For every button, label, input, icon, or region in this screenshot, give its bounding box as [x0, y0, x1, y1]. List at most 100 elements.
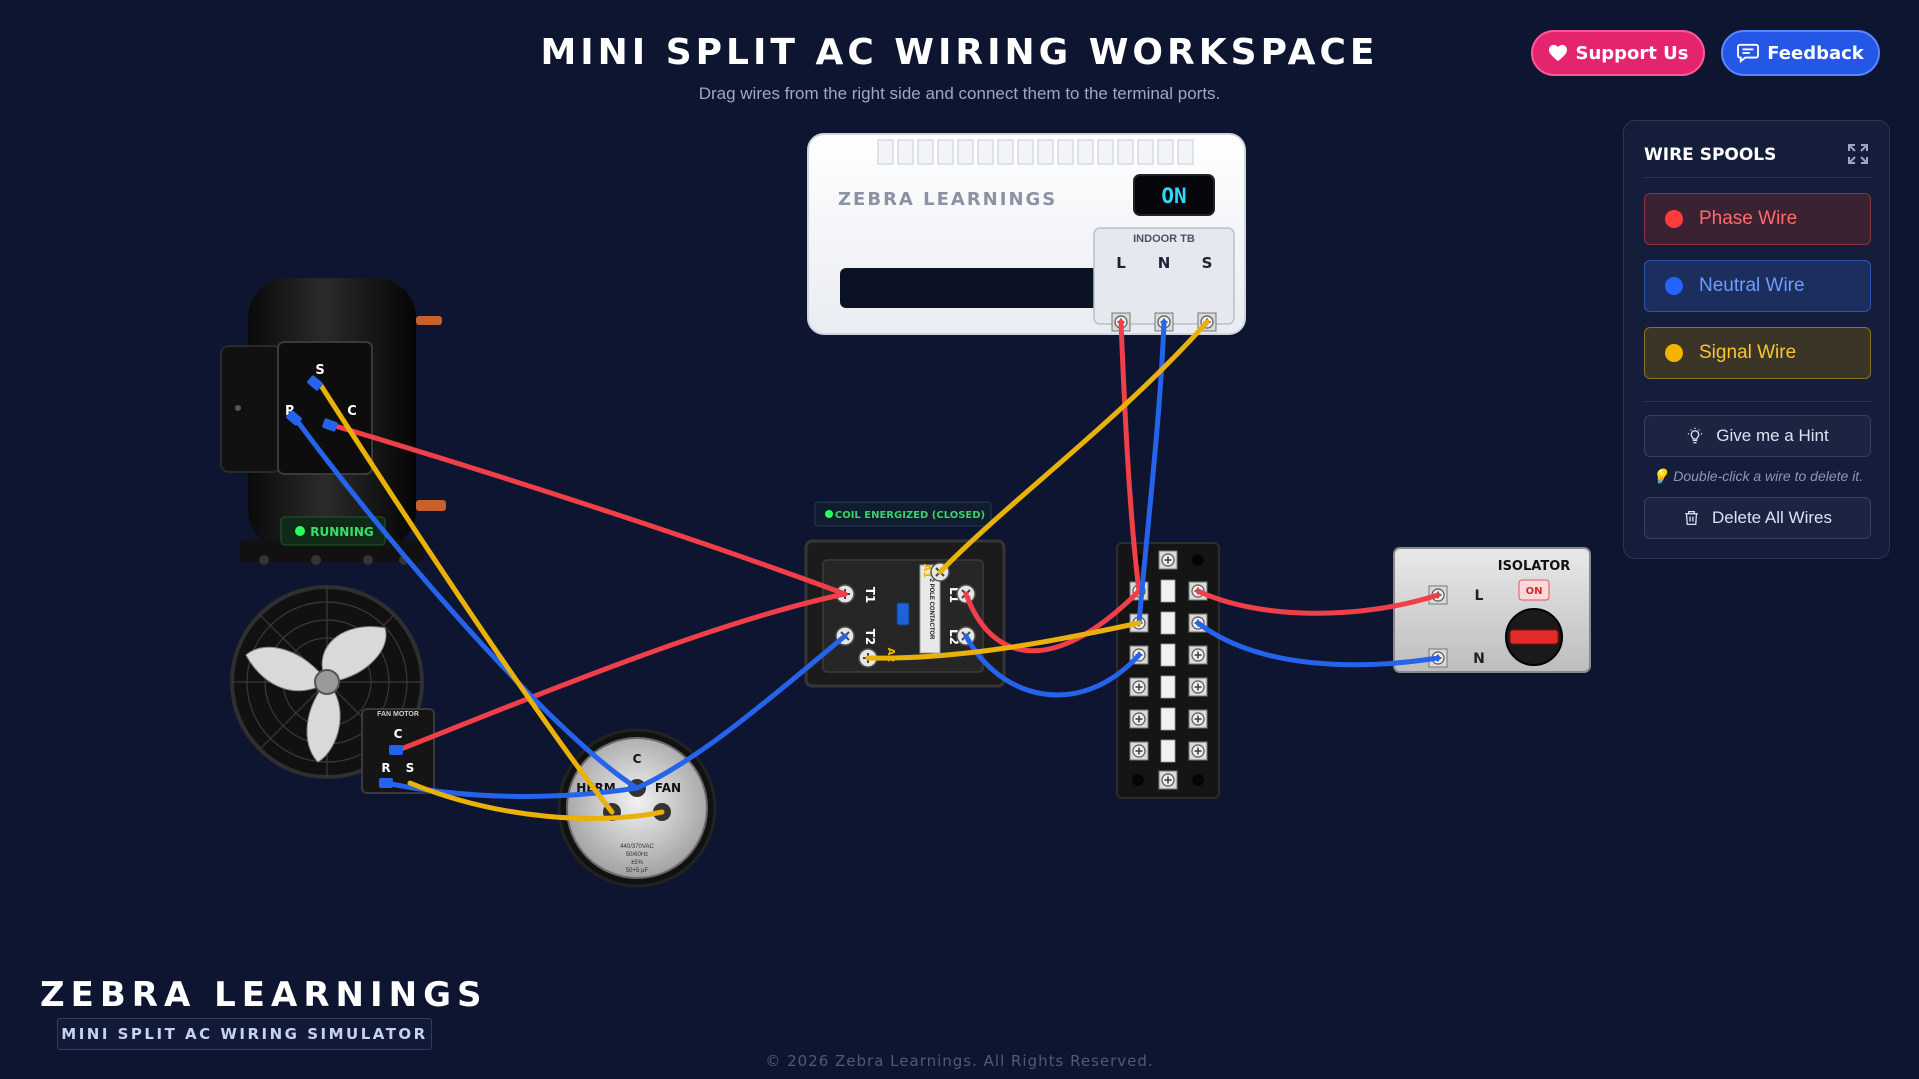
- contactor-terminal-t2-label: T2: [863, 629, 877, 646]
- compressor-terminal-cover: [277, 341, 373, 475]
- spools-divider-bottom: [1644, 401, 1871, 402]
- copyright-text: © 2026 Zebra Learnings. All Rights Reser…: [765, 1052, 1154, 1070]
- wire-signal-comp-s-to-cap[interactable]: [317, 381, 615, 815]
- strip-port-6-left[interactable]: [1129, 741, 1149, 761]
- isolator-state-badge: ON: [1518, 579, 1550, 601]
- wire-neutral-indoor-n-to-strip[interactable]: [1136, 319, 1167, 626]
- spool-neutral-label: Neutral Wire: [1699, 275, 1805, 296]
- spool-neutral-wire[interactable]: Neutral Wire: [1644, 260, 1871, 312]
- support-us-button[interactable]: Support Us: [1531, 30, 1705, 76]
- contactor-terminal-a1-label: A1: [921, 564, 932, 579]
- isolator-rotary-switch[interactable]: [1505, 608, 1563, 666]
- spool-phase-label: Phase Wire: [1699, 208, 1798, 229]
- isolator-state: ON: [1526, 586, 1543, 597]
- indoor-power-display[interactable]: ON: [1133, 174, 1215, 216]
- hint-bulb-icon: 💡: [1651, 468, 1670, 484]
- spools-divider-top: [1644, 177, 1871, 178]
- compressor-suction-pipe: [416, 316, 442, 325]
- compressor-terminal-c-label: C: [347, 404, 357, 419]
- hint-note-text: Double-click a wire to delete it.: [1673, 468, 1864, 484]
- strip-port-4-right[interactable]: [1188, 677, 1208, 697]
- indoor-power-state: ON: [1161, 184, 1186, 208]
- wire-neutral-l2-to-strip[interactable]: [963, 633, 1142, 698]
- contactor-label: 2 POLE CONTACTOR: [928, 579, 934, 640]
- wire-ferrules: [286, 375, 403, 788]
- wire-neutral-strip-to-isolator-n[interactable]: [1195, 620, 1441, 668]
- terminal-strip: [1116, 542, 1220, 799]
- contactor: COIL ENERGIZED (CLOSED) 2 POLE CONTACTOR…: [804, 501, 1006, 688]
- strip-port-4-left[interactable]: [1129, 677, 1149, 697]
- fan-motor-terminal-c-label: C: [394, 727, 403, 741]
- indoor-unit: ZEBRA LEARNINGS ON INDOOR TB L N S: [807, 133, 1246, 335]
- isolator-terminal-l-label: L: [1475, 588, 1484, 604]
- strip-bottom-port[interactable]: [1158, 770, 1178, 790]
- wire-phase-fan-c-to-t1[interactable]: [393, 591, 848, 754]
- heart-icon: [1548, 44, 1567, 62]
- capacitor-rating-2: 50/60Hz: [626, 852, 648, 858]
- support-us-label: Support Us: [1575, 42, 1689, 64]
- fan-motor-terminal-r-label: R: [381, 761, 390, 775]
- wires-layer: [292, 319, 1441, 821]
- indoor-terminal-l-label: L: [1116, 254, 1126, 272]
- spool-signal-wire[interactable]: Signal Wire: [1644, 327, 1871, 379]
- compressor-status-text: RUNNING: [310, 525, 373, 539]
- give-hint-label: Give me a Hint: [1716, 426, 1829, 445]
- indoor-terminal-n-label: N: [1158, 254, 1171, 272]
- wire-phase-comp-c-to-t1[interactable]: [329, 422, 848, 597]
- capacitor-terminal-c-label: C: [633, 752, 642, 766]
- signal-wire-dot-icon: [1665, 344, 1683, 362]
- capacitor-terminal-fan-label: FAN: [655, 781, 681, 795]
- isolator-terminal-n-label: N: [1473, 651, 1485, 667]
- wire-spools-panel: WIRE SPOOLS Phase Wire Neutral Wire Sign…: [1623, 120, 1890, 559]
- fan-motor-terminal-s-label: S: [406, 761, 415, 775]
- indoor-tb-title: INDOOR TB: [1133, 233, 1195, 245]
- neutral-wire-dot-icon: [1665, 277, 1683, 295]
- wire-neutral-t2-to-cap[interactable]: [634, 633, 848, 791]
- wire-signal-a2-to-strip[interactable]: [865, 620, 1142, 661]
- contactor-terminal-t1-label: T1: [863, 587, 877, 604]
- indoor-terminal-block: INDOOR TB L N S: [1093, 227, 1235, 332]
- delete-all-wires-label: Delete All Wires: [1712, 508, 1832, 527]
- wire-phase-l1-to-strip[interactable]: [963, 588, 1142, 654]
- isolator-title: ISOLATOR: [1498, 559, 1571, 574]
- capacitor-rating-3: ±5%: [631, 860, 644, 866]
- strip-port-6-right[interactable]: [1188, 741, 1208, 761]
- strip-port-5-right[interactable]: [1188, 709, 1208, 729]
- wire-spools-title: WIRE SPOOLS: [1644, 145, 1777, 165]
- spool-signal-label: Signal Wire: [1699, 342, 1797, 363]
- contactor-coil-status: COIL ENERGIZED (CLOSED): [835, 510, 985, 521]
- indoor-brand-label: ZEBRA LEARNINGS: [838, 189, 1057, 210]
- capacitor-rating-1: 440/370VAC: [620, 844, 654, 850]
- chat-icon: [1737, 43, 1760, 63]
- wire-phase-strip-to-isolator-l[interactable]: [1195, 588, 1441, 616]
- spool-phase-wire[interactable]: Phase Wire: [1644, 193, 1871, 245]
- run-capacitor: C HERM FAN 440/370VAC 50/60Hz ±5% 50+5 µ…: [557, 728, 717, 888]
- wire-signal-fan-s-to-cap[interactable]: [407, 780, 665, 821]
- strip-port-5-left[interactable]: [1129, 709, 1149, 729]
- wire-signal-indoor-s-to-a1[interactable]: [937, 319, 1210, 575]
- indoor-vent-grille: [877, 139, 1194, 165]
- compressor-terminal-r-label: R: [285, 404, 295, 419]
- strip-port-3-right[interactable]: [1188, 645, 1208, 665]
- give-hint-button[interactable]: Give me a Hint: [1644, 415, 1871, 457]
- feedback-button[interactable]: Feedback: [1721, 30, 1880, 76]
- lightbulb-icon: [1688, 427, 1703, 444]
- fan-motor-title: FAN MOTOR: [377, 711, 419, 718]
- fan-motor-box: FAN MOTOR C R S: [361, 708, 435, 794]
- brand-tagline: MINI SPLIT AC WIRING SIMULATOR: [57, 1018, 432, 1050]
- wire-phase-indoor-l-to-strip[interactable]: [1118, 319, 1142, 594]
- delete-all-wires-button[interactable]: Delete All Wires: [1644, 497, 1871, 539]
- hint-note: 💡 Double-click a wire to delete it.: [1644, 468, 1871, 485]
- strip-top-port[interactable]: [1158, 550, 1178, 570]
- phase-wire-dot-icon: [1665, 210, 1683, 228]
- isolator: ISOLATOR ON L N: [1393, 547, 1591, 673]
- expand-icon[interactable]: [1847, 143, 1869, 165]
- compressor-status-badge: RUNNING: [280, 516, 386, 546]
- wire-neutral-comp-r-to-cap[interactable]: [292, 415, 640, 791]
- compressor-terminal-s-label: S: [315, 363, 324, 378]
- feedback-label: Feedback: [1767, 42, 1864, 64]
- contactor-terminal-a2-label: A2: [885, 648, 896, 663]
- brand-logo-text: ZEBRA LEARNINGS: [40, 975, 488, 1015]
